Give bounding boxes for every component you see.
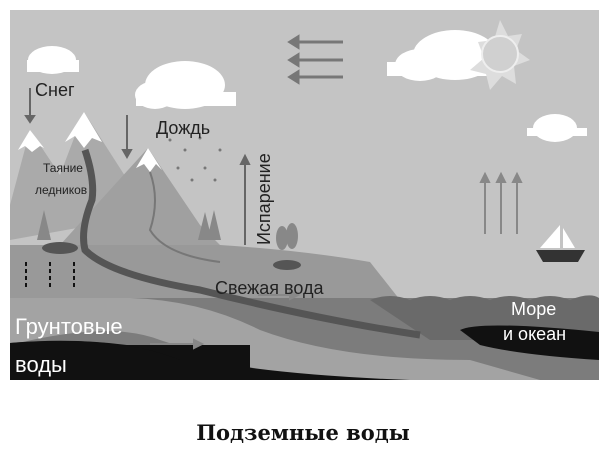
evaporation-arrows-icon [479,171,523,234]
sailboat-icon [536,225,585,262]
label-groundwater-2: воды [15,352,67,377]
flow-arrow-icon [150,338,205,350]
label-sea-1: Море [511,299,556,319]
label-groundwater-1: Грунтовые [15,314,123,339]
evaporation-arrow-icon [239,153,251,245]
tree-icon [37,210,301,270]
cloud-icon [135,61,236,109]
flow-arrow-icon [258,289,301,301]
rain-arrow-icon [121,115,133,160]
caption: Подземные воды [196,420,410,445]
mountain [60,148,220,245]
label-evaporation: Испарение [254,153,274,245]
fresh-water-band [10,298,540,380]
label-glacier-melt-2: ледников [35,183,87,197]
river [148,171,221,263]
snow-arrow-icon [24,88,36,124]
label-fresh-water: Свежая вода [215,278,324,298]
land [10,245,400,300]
label-glacier-melt-1: Таяние [43,161,83,175]
infiltration-arrows-icon [25,262,75,290]
label-snow: Снег [35,80,75,100]
sea-floor [460,325,599,360]
cloud-icon [527,114,587,142]
cloud-icon [27,46,79,74]
river [80,148,421,339]
label-rain: Дождь [156,118,210,138]
wind-arrows-icon [287,34,343,85]
rain-drops [168,136,222,182]
sun-icon [470,20,530,90]
label-sea-2: и океан [503,324,566,344]
